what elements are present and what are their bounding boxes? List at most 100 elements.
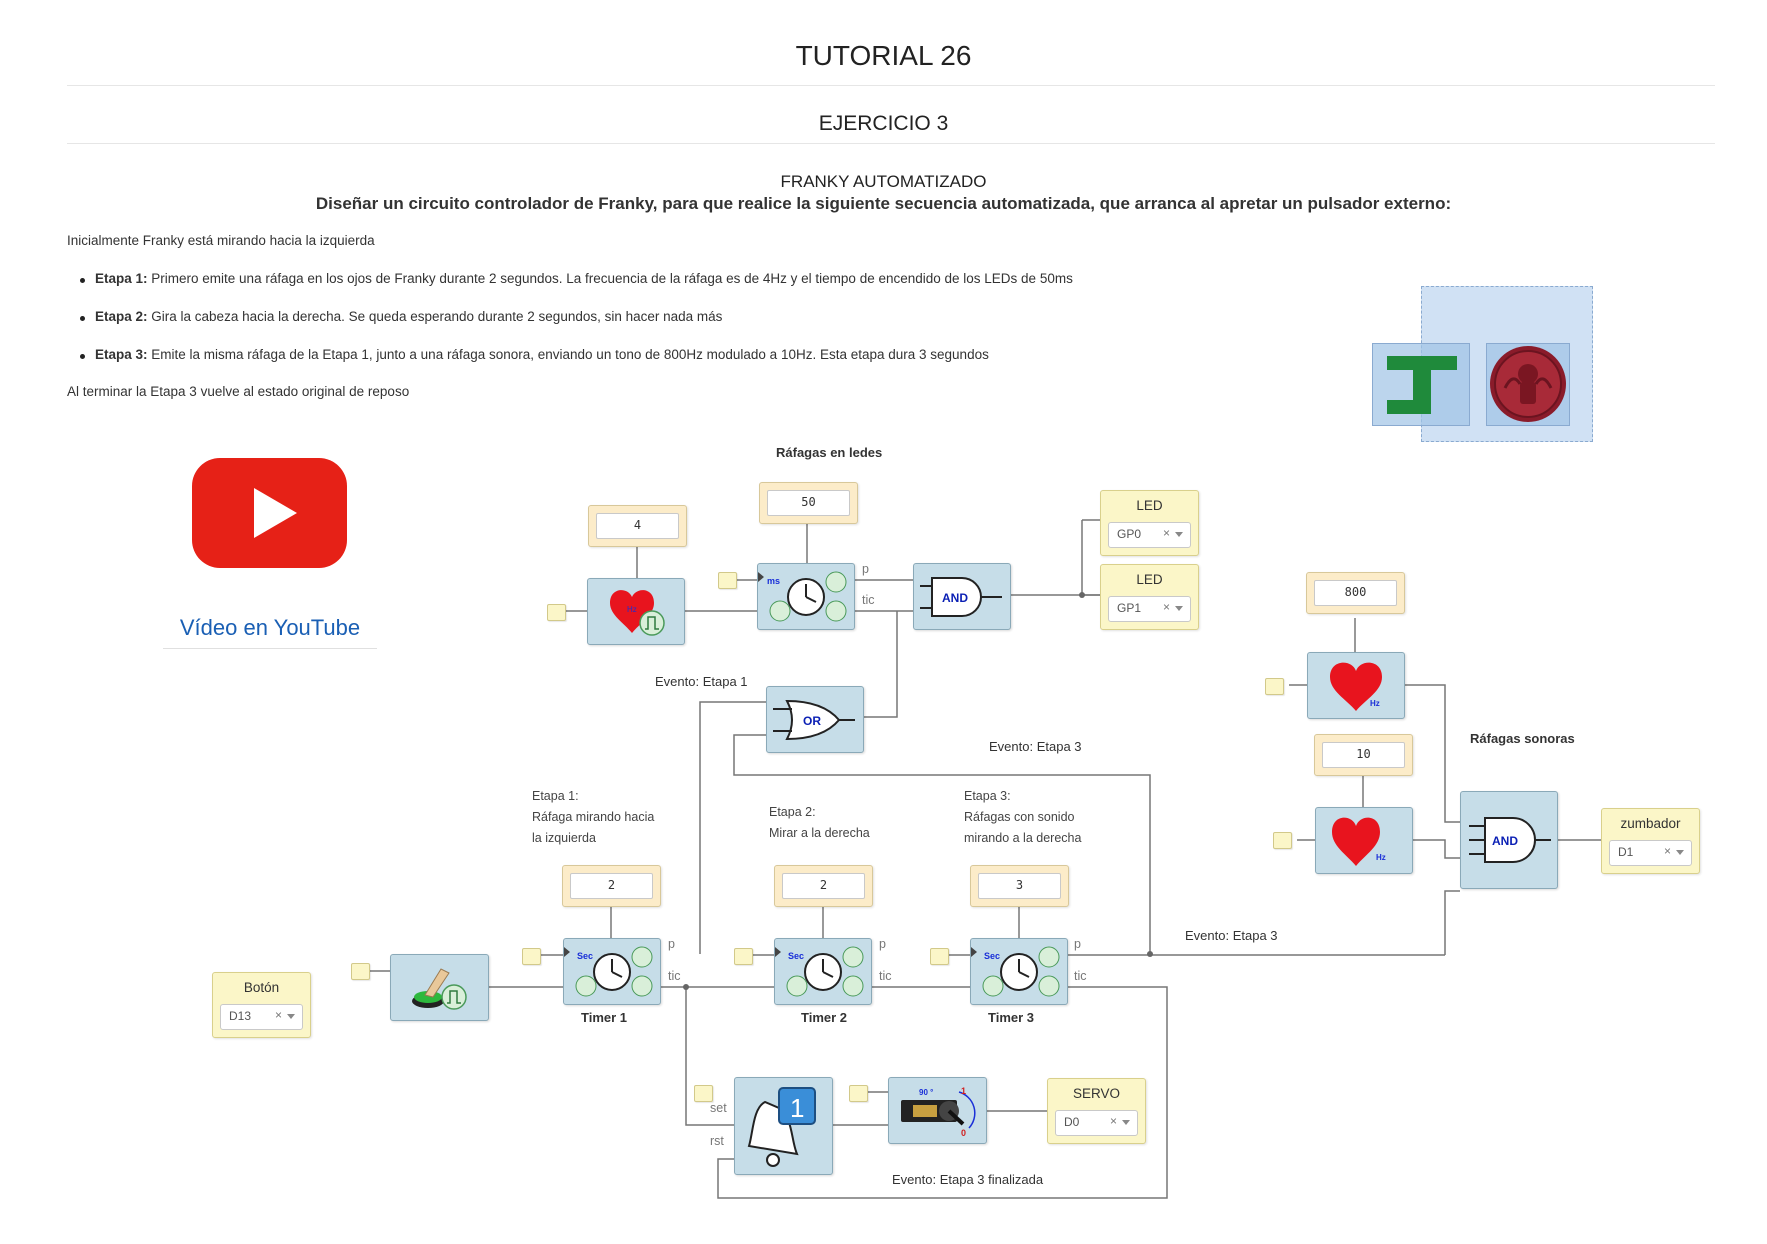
subtitle-divider bbox=[67, 143, 1715, 144]
pin-select[interactable]: D1 × bbox=[1609, 840, 1692, 866]
project-title: FRANKY AUTOMATIZADO bbox=[780, 172, 987, 191]
ms-text: ms bbox=[767, 576, 780, 586]
input-pin[interactable] bbox=[547, 604, 566, 621]
heart-hz-text: Hz bbox=[1370, 699, 1380, 708]
label-etapa1: Etapa 1: Ráfaga mirando hacia la izquier… bbox=[532, 786, 654, 849]
or-gate-icon: OR bbox=[773, 699, 855, 741]
heart-block-led[interactable]: Hz bbox=[587, 578, 685, 645]
io-title: LED bbox=[1136, 572, 1163, 587]
clear-icon[interactable]: × bbox=[274, 1008, 282, 1022]
input-pin[interactable] bbox=[849, 1085, 868, 1102]
clear-icon[interactable]: × bbox=[1162, 526, 1170, 540]
bullet bbox=[80, 316, 85, 321]
youtube-link[interactable]: Vídeo en YouTube bbox=[179, 615, 361, 640]
clear-icon[interactable]: × bbox=[1663, 844, 1671, 858]
step-2: Etapa 2: Gira la cabeza hacia la derecha… bbox=[95, 309, 722, 324]
input-pin[interactable] bbox=[522, 948, 541, 965]
label-timer1: Timer 1 bbox=[581, 1010, 628, 1025]
servo-icon: 90 ° 1 0 bbox=[901, 1086, 976, 1138]
label-evento-etapa3-mid: Evento: Etapa 3 bbox=[1185, 928, 1278, 943]
param-ms-on[interactable]: 50 bbox=[759, 482, 858, 524]
port-tic: tic bbox=[879, 969, 892, 983]
param-ms-on-value[interactable]: 50 bbox=[767, 490, 850, 516]
step-1-label: Etapa 1: bbox=[95, 271, 148, 286]
io-title: zumbador bbox=[1620, 816, 1681, 831]
heart-hz-text: Hz bbox=[1376, 853, 1386, 862]
etapa1-line2: Ráfaga mirando hacia bbox=[532, 810, 655, 824]
etapa1-line1: Etapa 1: bbox=[532, 789, 579, 803]
input-pin[interactable] bbox=[1273, 832, 1292, 849]
label-evento-etapa3-fin: Evento: Etapa 3 finalizada bbox=[892, 1172, 1044, 1187]
youtube-play-icon bbox=[192, 458, 347, 568]
param-timer1-value[interactable]: 2 bbox=[570, 873, 653, 899]
and-gate-sound[interactable]: AND bbox=[1460, 791, 1558, 889]
chevron-down-icon[interactable] bbox=[287, 1014, 295, 1019]
step-2-label: Etapa 2: bbox=[95, 309, 148, 324]
input-pin[interactable] bbox=[930, 948, 949, 965]
port-p: p bbox=[879, 937, 886, 951]
param-timer1[interactable]: 2 bbox=[562, 865, 661, 907]
input-pin[interactable] bbox=[718, 572, 737, 589]
pulse-ms-block[interactable]: ms bbox=[757, 563, 855, 630]
input-pin[interactable] bbox=[351, 963, 370, 980]
param-freq-tone[interactable]: 800 bbox=[1306, 572, 1405, 614]
pin-select[interactable]: GP1 × bbox=[1108, 596, 1191, 622]
pin-select[interactable]: D0 × bbox=[1055, 1110, 1138, 1136]
clear-icon[interactable]: × bbox=[1162, 600, 1170, 614]
buzzer-output[interactable]: zumbador D1 × bbox=[1601, 808, 1700, 874]
label-etapa3: Etapa 3: Ráfagas con sonido mirando a la… bbox=[964, 786, 1081, 849]
led-output-1[interactable]: LED GP0 × bbox=[1100, 490, 1199, 556]
clock-icon: Sec bbox=[775, 946, 864, 997]
button-input[interactable]: Botón D13 × bbox=[212, 972, 311, 1038]
timer1-block[interactable]: Sec bbox=[563, 938, 661, 1005]
timer2-block[interactable]: Sec bbox=[774, 938, 872, 1005]
servo-output[interactable]: SERVO D0 × bbox=[1047, 1078, 1146, 1144]
label-evento-etapa1: Evento: Etapa 1 bbox=[655, 674, 748, 689]
pushbutton-block[interactable] bbox=[390, 954, 489, 1021]
clock-icon: Sec bbox=[971, 946, 1060, 997]
heart-block-tone[interactable]: Hz bbox=[1307, 652, 1405, 719]
sec-text: Sec bbox=[984, 951, 1000, 961]
param-timer3[interactable]: 3 bbox=[970, 865, 1069, 907]
sec-text: Sec bbox=[577, 951, 593, 961]
etapa3-line3: mirando a la derecha bbox=[964, 831, 1082, 845]
pin-select[interactable]: GP0 × bbox=[1108, 522, 1191, 548]
label-rafagas-ledes: Ráfagas en ledes bbox=[776, 445, 883, 460]
servo-block[interactable]: 90 ° 1 0 bbox=[888, 1077, 987, 1144]
param-freq-led[interactable]: 4 bbox=[588, 505, 687, 547]
input-pin[interactable] bbox=[1265, 678, 1284, 695]
param-freq-mod-value[interactable]: 10 bbox=[1322, 742, 1405, 768]
led-output-2[interactable]: LED GP1 × bbox=[1100, 564, 1199, 630]
param-timer2[interactable]: 2 bbox=[774, 865, 873, 907]
logo-franky bbox=[1486, 343, 1570, 426]
pin-select[interactable]: D13 × bbox=[220, 1004, 303, 1030]
flag-block[interactable]: 1 bbox=[734, 1077, 833, 1175]
clear-icon[interactable]: × bbox=[1109, 1114, 1117, 1128]
chevron-down-icon[interactable] bbox=[1122, 1120, 1130, 1125]
param-freq-led-value[interactable]: 4 bbox=[596, 513, 679, 539]
youtube-button[interactable] bbox=[192, 458, 347, 568]
timer3-block[interactable]: Sec bbox=[970, 938, 1068, 1005]
bell-flag-icon: 1 bbox=[747, 1087, 816, 1167]
input-pin[interactable] bbox=[734, 948, 753, 965]
param-freq-mod[interactable]: 10 bbox=[1314, 734, 1413, 776]
io-title: Botón bbox=[243, 980, 280, 995]
chevron-down-icon[interactable] bbox=[1676, 850, 1684, 855]
and-gate-led[interactable]: AND bbox=[913, 563, 1011, 630]
pin-select-value: GP1 bbox=[1117, 601, 1142, 615]
port-set: set bbox=[710, 1101, 727, 1115]
heart-block-mod[interactable]: Hz bbox=[1315, 807, 1413, 874]
intro-final: Al terminar la Etapa 3 vuelve al estado … bbox=[67, 384, 410, 399]
input-pin[interactable] bbox=[694, 1085, 713, 1102]
and-text: AND bbox=[942, 591, 968, 605]
chevron-down-icon[interactable] bbox=[1175, 606, 1183, 611]
port-p: p bbox=[668, 937, 675, 951]
param-timer2-value[interactable]: 2 bbox=[782, 873, 865, 899]
param-timer3-value[interactable]: 3 bbox=[978, 873, 1061, 899]
chevron-down-icon[interactable] bbox=[1175, 532, 1183, 537]
label-etapa2: Etapa 2: Mirar a la derecha bbox=[769, 802, 870, 844]
heart-icon: Hz bbox=[610, 590, 665, 636]
param-freq-tone-value[interactable]: 800 bbox=[1314, 580, 1397, 606]
or-gate[interactable]: OR bbox=[766, 686, 864, 753]
